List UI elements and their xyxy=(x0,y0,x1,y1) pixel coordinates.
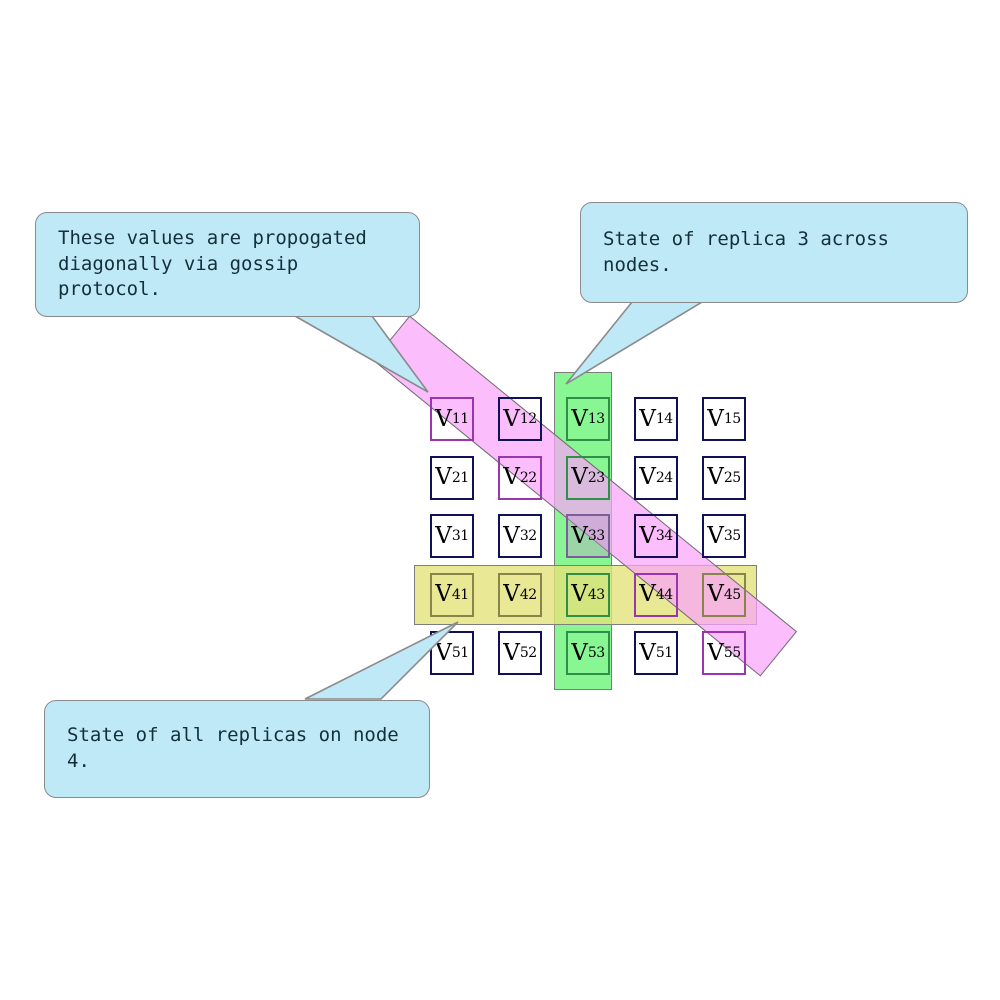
cell-base: V xyxy=(435,581,452,607)
callout-node-text: State of all replicas on node 4. xyxy=(67,724,399,772)
cell-subscript: 43 xyxy=(587,586,605,603)
cell-base: V xyxy=(639,581,656,607)
cell-subscript: 25 xyxy=(723,469,741,486)
cell-subscript: 32 xyxy=(519,528,537,544)
callout-replica-3[interactable]: State of replica 3 across nodes. xyxy=(580,202,968,303)
cell-base: V xyxy=(707,464,724,490)
cell-subscript: 55 xyxy=(723,645,741,661)
cell-subscript: 24 xyxy=(655,469,673,486)
cell-base: V xyxy=(571,639,588,666)
cell-subscript: 45 xyxy=(723,586,741,603)
cell-subscript: 53 xyxy=(587,645,605,661)
cell-subscript: 51 xyxy=(655,645,673,661)
cell-subscript: 31 xyxy=(451,528,469,544)
callout-node-4[interactable]: State of all replicas on node 4. xyxy=(44,700,430,798)
callout-replica-text: State of replica 3 across nodes. xyxy=(603,227,889,276)
cell-base: V xyxy=(435,405,452,432)
cell-subscript: 51 xyxy=(451,645,469,661)
cell-subscript: 42 xyxy=(519,586,537,603)
cell-subscript: 15 xyxy=(723,411,741,427)
callout-gossip-text: These values are propogated diagonally v… xyxy=(58,227,367,301)
callout-gossip-protocol[interactable]: These values are propogated diagonally v… xyxy=(35,212,420,317)
cell-base: V xyxy=(707,522,724,549)
cell-base: V xyxy=(571,464,588,490)
cell-base: V xyxy=(503,464,520,490)
cell-subscript: 21 xyxy=(451,469,469,486)
cell-base: V xyxy=(503,405,520,432)
cell-base: V xyxy=(639,522,656,549)
cell-base: V xyxy=(707,581,724,607)
cell-subscript: 12 xyxy=(519,411,537,427)
cell-subscript: 44 xyxy=(655,586,673,603)
cell-subscript: 22 xyxy=(519,469,537,486)
cell-base: V xyxy=(503,639,520,666)
cell-base: V xyxy=(503,522,520,549)
cell-subscript: 33 xyxy=(587,528,605,544)
cell-subscript: 23 xyxy=(587,469,605,486)
cell-subscript: 41 xyxy=(451,586,469,603)
cell-subscript: 34 xyxy=(655,528,673,544)
cell-subscript: 13 xyxy=(587,411,605,427)
cell-base: V xyxy=(639,639,656,666)
cell-base: V xyxy=(639,405,656,432)
cell-base: V xyxy=(571,522,588,549)
cell-base: V xyxy=(503,581,520,607)
cell-subscript: 35 xyxy=(723,528,741,544)
cell-base: V xyxy=(435,464,452,490)
cell-subscript: 11 xyxy=(451,411,469,427)
cell-base: V xyxy=(435,639,452,666)
cell-base: V xyxy=(707,639,724,666)
cell-subscript: 14 xyxy=(655,411,673,427)
cell-base: V xyxy=(707,405,724,432)
cell-base: V xyxy=(571,581,588,607)
cell-base: V xyxy=(639,464,656,490)
cell-base: V xyxy=(571,405,588,432)
cell-base: V xyxy=(435,522,452,549)
cell-subscript: 52 xyxy=(519,645,537,661)
